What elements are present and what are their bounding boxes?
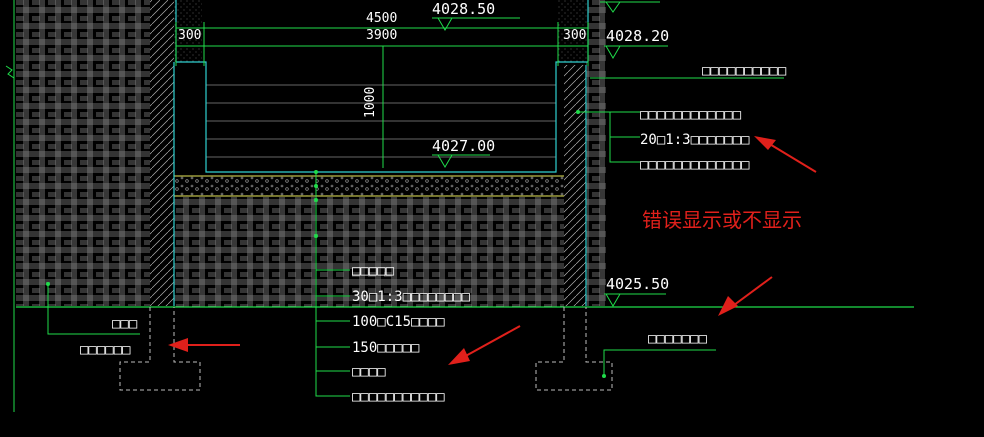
label-right-3: □□□□□□□□□□□□□ xyxy=(640,157,750,173)
top-dimension-lines xyxy=(175,22,589,168)
label-right-1: □□□□□□□□□□□□ xyxy=(640,107,742,123)
red-arrow-left-labels xyxy=(168,338,240,352)
leader-lines xyxy=(47,77,784,397)
right-wall-section xyxy=(564,65,586,306)
label-wall-top: □□□□□□□□□□ xyxy=(702,63,787,79)
red-arrow-ground-elevation xyxy=(718,276,773,316)
red-arrow-floor-layers xyxy=(448,325,521,365)
pit-interior-lines xyxy=(206,84,556,158)
label-right-2: 20□1:3□□□□□□□ xyxy=(640,132,750,148)
soil-hatch-left xyxy=(16,0,150,306)
leader-dots xyxy=(46,110,606,378)
label-floor-6: □□□□□□□□□□□ xyxy=(352,389,445,405)
dim-right-300: 300 xyxy=(563,28,586,43)
break-symbol xyxy=(5,65,15,79)
left-wall-section xyxy=(150,0,174,306)
label-floor-4: 150□□□□□ xyxy=(352,340,420,356)
dim-left-300: 300 xyxy=(178,28,201,43)
dim-4500: 4500 xyxy=(366,11,397,26)
floor-layer-gravel xyxy=(174,176,564,196)
soil-hatch-bottom xyxy=(174,197,564,307)
label-floor-1: □□□□□ xyxy=(352,263,395,279)
elevation-4025-50: 4025.50 xyxy=(606,275,669,293)
label-footing: □□□□□□□ xyxy=(648,331,708,347)
elevation-4027-00: 4027.00 xyxy=(432,137,495,155)
right-wall-upper xyxy=(558,0,588,62)
elevation-4028-20: 4028.20 xyxy=(606,27,669,45)
label-floor-2: 30□1:3□□□□□□□□ xyxy=(352,289,471,305)
dim-depth: 1000 xyxy=(363,87,378,118)
footings xyxy=(119,307,613,391)
label-left-2: □□□□□□ xyxy=(80,342,131,358)
label-floor-5: □□□□ xyxy=(352,364,386,380)
soil-hatch-right xyxy=(586,0,606,306)
label-left-1: □□□ xyxy=(112,316,138,332)
label-floor-3: 100□C15□□□□ xyxy=(352,314,445,330)
elevation-markers xyxy=(432,1,668,307)
red-arrows xyxy=(168,136,817,365)
left-wall-upper xyxy=(174,0,202,62)
error-annotation-text: 错误显示或不显示 xyxy=(642,208,802,232)
red-arrow-right-labels xyxy=(754,136,817,173)
elevation-4028-50: 4028.50 xyxy=(432,0,495,18)
dim-3900: 3900 xyxy=(366,28,397,43)
